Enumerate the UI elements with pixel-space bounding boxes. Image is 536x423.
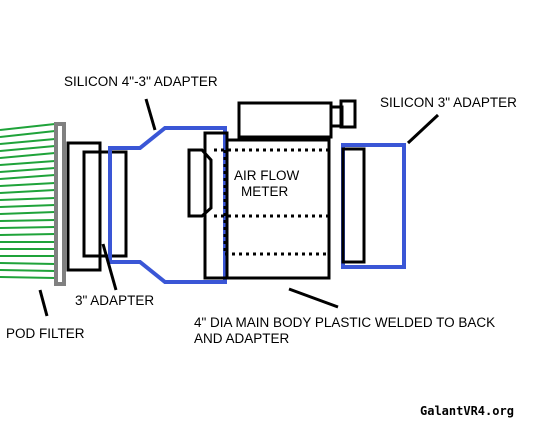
silicon-4-3-adapter [108,126,227,284]
air-flow-meter-housing [237,99,357,139]
filter-pleat [0,204,56,208]
label-air-flow-meter-line2: METER [241,184,289,199]
label-pod-filter: POD FILTER [6,326,85,341]
label-main-body-line2: AND ADAPTER [194,331,290,346]
leader-pod-filter [38,289,49,317]
filter-pleat [0,269,56,272]
filter-pleat [0,197,56,201]
main-body [203,131,331,280]
pod-filter [0,123,56,279]
filter-pleat [0,167,56,173]
filter-pleat [0,189,56,194]
leader-lines [38,98,440,317]
three-inch-adapter [66,141,128,272]
watermark: GalantVR4.org [420,404,514,418]
leader-silicon-3 [406,113,440,145]
pod-filter-end-cap [54,122,66,286]
filter-pleat [0,182,56,187]
label-3-adapter: 3" ADAPTER [75,293,155,308]
filter-pleat [0,145,56,152]
filter-pleat [0,152,56,159]
filter-pleat [0,233,56,236]
filter-pleat [0,211,56,215]
filter-pleat [0,160,56,166]
filter-pleat [0,276,56,279]
filter-pleat [0,219,56,222]
label-air-flow-meter-line1: AIR FLOW [234,168,300,183]
label-silicon-4-3-adapter: SILICON 4"-3" ADAPTER [64,74,218,89]
label-silicon-3-adapter: SILICON 3" ADAPTER [380,95,517,110]
filter-pleat [0,138,56,145]
filter-pleat [0,174,56,180]
filter-pleat [0,262,56,265]
meter-internal-dots [214,148,329,256]
silicon-3-adapter [341,143,406,269]
leader-3-adapter [101,243,118,291]
inner-flange [187,148,213,218]
leader-silicon-4-3 [144,98,157,131]
label-main-body-line1: 4" DIA MAIN BODY PLASTIC WELDED TO BACK [194,315,496,330]
filter-pleat [0,226,56,229]
filter-pleat [0,123,56,131]
filter-pleat [0,130,56,138]
leader-main-body [288,287,339,309]
